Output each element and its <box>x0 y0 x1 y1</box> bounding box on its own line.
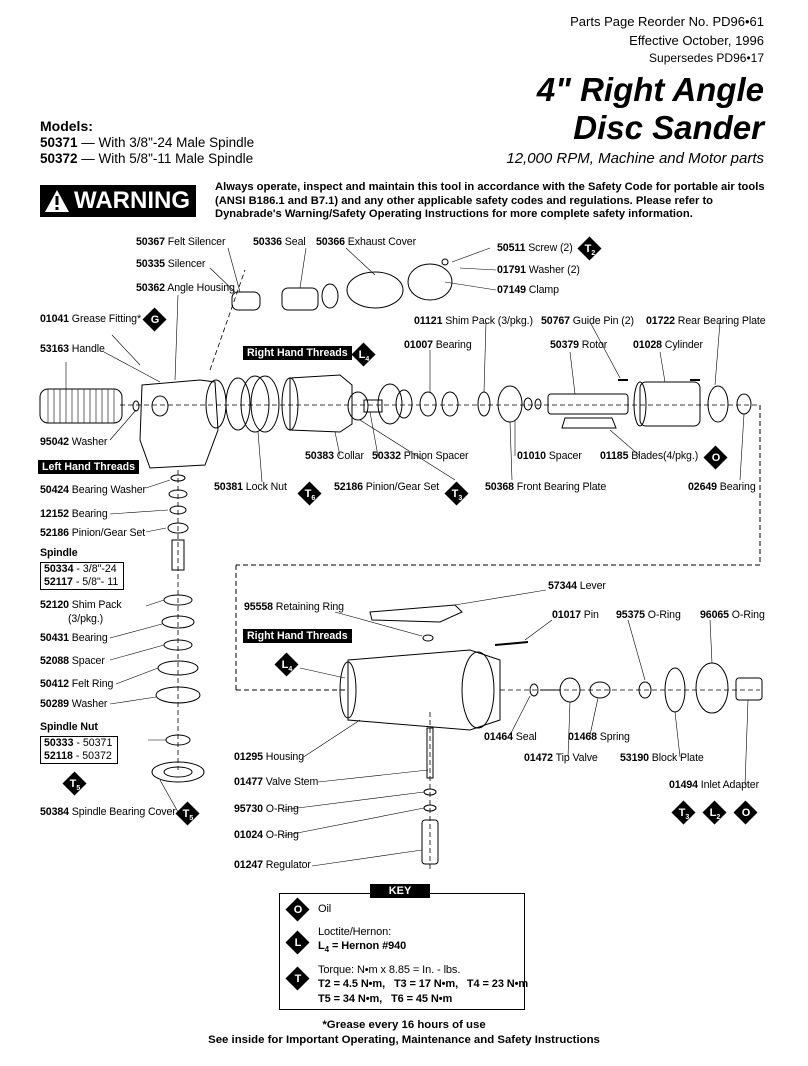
part-label-01028: 01028 Cylinder <box>633 339 703 351</box>
spindle-options-box: 50334 - 3/8"-24 52117 - 5/8"- 11 <box>40 562 124 590</box>
loctite-l2-symbol: L2 <box>702 800 727 825</box>
part-label-52120: 52120 Shim Pack <box>40 599 122 611</box>
spindle-heading: Spindle <box>40 547 78 559</box>
spindle-option: 52117 - 5/8"- 11 <box>44 576 119 588</box>
part-label-01468: 01468 Spring <box>568 731 630 743</box>
part-label-50362: 50362 Angle Housing <box>136 282 235 294</box>
part-label-01041: 01041 Grease Fitting* <box>40 313 141 325</box>
model-item: 50372 — With 5/8"-11 Male Spindle <box>40 151 254 166</box>
loctite-l4-symbol: L4 <box>274 652 299 677</box>
torque-t-symbol: T <box>285 966 310 991</box>
part-label-53190: 53190 Block Plate <box>620 752 704 764</box>
part-label-50383: 50383 Collar <box>305 450 364 462</box>
part-label-50379: 50379 Rotor <box>550 339 608 351</box>
spindle-nut-option: 50333 - 50371 <box>44 737 113 749</box>
part-label-01017: 01017 Pin <box>552 609 599 621</box>
part-label-50366: 50366 Exhaust Cover <box>316 236 416 248</box>
part-label-50767: 50767 Guide Pin (2) <box>541 315 634 327</box>
part-label-01477: 01477 Valve Stem <box>234 776 319 788</box>
part-label-01185: 01185 Blades(4/pkg.) <box>600 450 699 462</box>
part-label-50332: 50332 Pinion Spacer <box>372 450 469 462</box>
oil-o-symbol: O <box>733 800 758 825</box>
spindle-option: 50334 - 3/8"-24 <box>44 563 117 575</box>
part-label-50511: 50511 Screw (2) <box>497 242 573 254</box>
grease-g-symbol: G <box>142 307 167 332</box>
key-torque-values-row2: T5 = 34 N•m, T6 = 45 N•m <box>318 993 453 1005</box>
part-label-50368: 50368 Front Bearing Plate <box>485 481 607 493</box>
part-label-50412: 50412 Felt Ring <box>40 678 114 690</box>
part-label-01791: 01791 Washer (2) <box>497 264 580 276</box>
part-label-07149: 07149 Clamp <box>497 284 559 296</box>
right-hand-threads-tag: Right Hand Threads <box>243 346 352 360</box>
part-label-50381: 50381 Lock Nut <box>214 481 287 493</box>
spindle-nut-options-box: 50333 - 50371 52118 - 50372 <box>40 736 118 764</box>
models-heading: Models: <box>40 118 93 134</box>
part-label-50289: 50289 Washer <box>40 698 108 710</box>
spindle-nut-heading: Spindle Nut <box>40 721 98 733</box>
effective-date: Effective October, 1996 <box>629 33 764 48</box>
part-label-01024: 01024 O-Ring <box>234 829 299 841</box>
grease-note: *Grease every 16 hours of use <box>322 1019 486 1031</box>
part-label-50424: 50424 Bearing Washer <box>40 484 146 496</box>
loctite-l-symbol: L <box>285 930 310 955</box>
part-label-52186-top: 52186 Pinion/Gear Set <box>334 481 440 493</box>
key-loctite-value: L4 = Hernon #940 <box>318 940 407 955</box>
part-label-50336: 50336 Seal <box>253 236 306 248</box>
part-label-96065: 96065 O-Ring <box>700 609 765 621</box>
part-label-01464: 01464 Seal <box>484 731 537 743</box>
part-label-52186-side: 52186 Pinion/Gear Set <box>40 527 146 539</box>
key-oil-label: Oil <box>318 903 332 915</box>
spindle-nut-option: 52118 - 50372 <box>44 750 112 762</box>
part-label-01121: 01121 Shim Pack (3/pkg.) <box>414 315 533 327</box>
page-title-line1: 4" Right Angle <box>536 71 764 108</box>
part-label-53163: 53163 Handle <box>40 343 105 355</box>
loctite-l4-symbol: L4 <box>351 342 376 367</box>
reorder-number: Parts Page Reorder No. PD96•61 <box>570 14 764 29</box>
torque-t3-symbol: T3 <box>444 481 469 506</box>
part-label-01247: 01247 Regulator <box>234 859 311 871</box>
part-label-95042: 95042 Washer <box>40 436 108 448</box>
part-label-50431: 50431 Bearing <box>40 632 108 644</box>
part-label-01722: 01722 Rear Bearing Plate <box>646 315 766 327</box>
warning-text: Always operate, inspect and maintain thi… <box>215 181 765 220</box>
part-label-50335: 50335 Silencer <box>136 258 206 270</box>
part-label-50367: 50367 Felt Silencer <box>136 236 226 248</box>
page-title-line2: Disc Sander <box>573 109 764 146</box>
torque-t2-symbol: T2 <box>577 236 602 261</box>
oil-o-symbol: O <box>285 897 310 922</box>
supersedes-note: Supersedes PD96•17 <box>649 51 764 65</box>
see-inside-note: See inside for Important Operating, Main… <box>208 1034 600 1046</box>
part-label-52120-qty: (3/pkg.) <box>68 613 104 625</box>
part-label-01007: 01007 Bearing <box>404 339 472 351</box>
page-subtitle: 12,000 RPM, Machine and Motor parts <box>506 150 764 167</box>
part-label-01295: 01295 Housing <box>234 751 304 763</box>
key-title: KEY <box>370 884 430 898</box>
part-label-01010: 01010 Spacer <box>517 450 582 462</box>
part-label-01472: 01472 Tip Valve <box>524 752 598 764</box>
part-label-12152: 12152 Bearing <box>40 508 108 520</box>
right-hand-threads-tag: Right Hand Threads <box>243 629 352 643</box>
key-torque-values-row1: T2 = 4.5 N•m, T3 = 17 N•m, T4 = 23 N•m <box>318 978 529 990</box>
torque-t6-symbol: T6 <box>297 481 322 506</box>
part-label-95730: 95730 O-Ring <box>234 803 299 815</box>
part-label-50384: 50384 Spindle Bearing Cover <box>40 806 176 818</box>
warning-triangle-icon <box>45 190 69 212</box>
key-torque-heading: Torque: N•m x 8.85 = In. - lbs. <box>318 964 461 976</box>
left-hand-threads-tag: Left Hand Threads <box>38 460 140 474</box>
model-item: 50371 — With 3/8"-24 Male Spindle <box>40 135 255 150</box>
part-label-52088: 52088 Spacer <box>40 655 105 667</box>
oil-o-symbol: O <box>703 445 728 470</box>
part-label-95558: 95558 Retaining Ring <box>244 601 344 613</box>
torque-t5-symbol: T5 <box>175 801 200 826</box>
part-label-02649: 02649 Bearing <box>688 481 756 493</box>
part-label-95375: 95375 O-Ring <box>616 609 681 621</box>
part-label-01494: 01494 Inlet Adapter <box>669 779 759 791</box>
key-loctite-heading: Loctite/Hernon: <box>318 926 392 938</box>
part-label-57344: 57344 Lever <box>548 580 606 592</box>
torque-t3-symbol: T3 <box>671 800 696 825</box>
warning-badge: WARNING <box>40 185 196 217</box>
torque-t5-symbol: T5 <box>62 771 87 796</box>
